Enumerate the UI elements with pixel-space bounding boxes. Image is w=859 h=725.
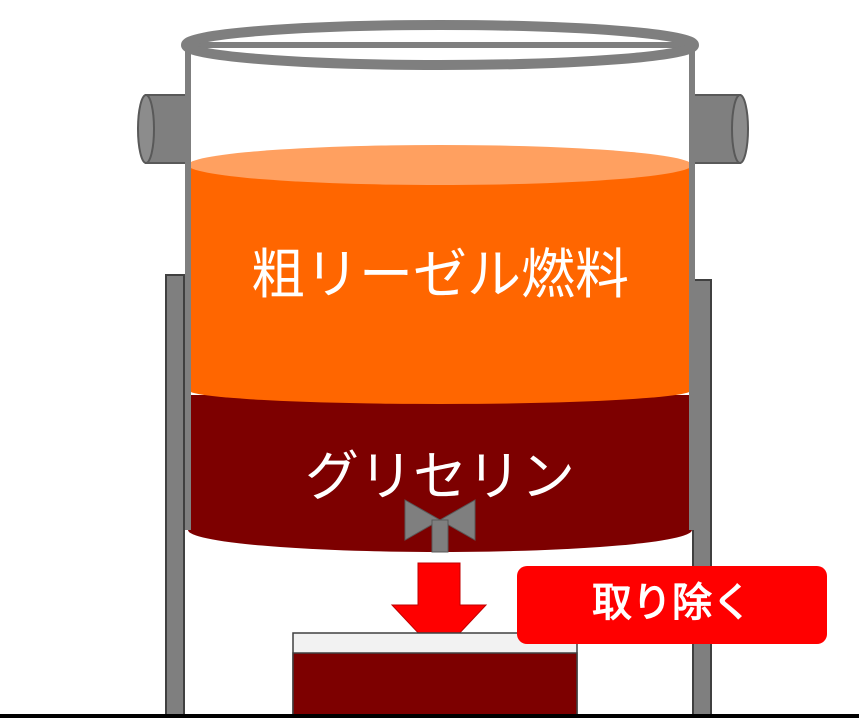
crude-biodiesel-surface bbox=[188, 145, 692, 185]
drain-arrow bbox=[390, 562, 488, 656]
crude-biodiesel-layer bbox=[188, 165, 692, 404]
remove-callout-box bbox=[517, 566, 827, 644]
handle-right bbox=[687, 94, 749, 164]
collection-tray bbox=[292, 632, 578, 716]
glycerin-label: グリセリン bbox=[305, 445, 575, 508]
remove-label: 取り除く bbox=[592, 580, 752, 626]
glycerin-layer bbox=[188, 395, 692, 552]
pot-rim bbox=[181, 20, 699, 70]
stand-leg-right bbox=[692, 279, 712, 716]
stand-leg-left bbox=[165, 274, 185, 716]
crude-biodiesel-label: 粗リーゼル燃料 bbox=[251, 243, 629, 306]
valve-icon bbox=[404, 499, 476, 553]
